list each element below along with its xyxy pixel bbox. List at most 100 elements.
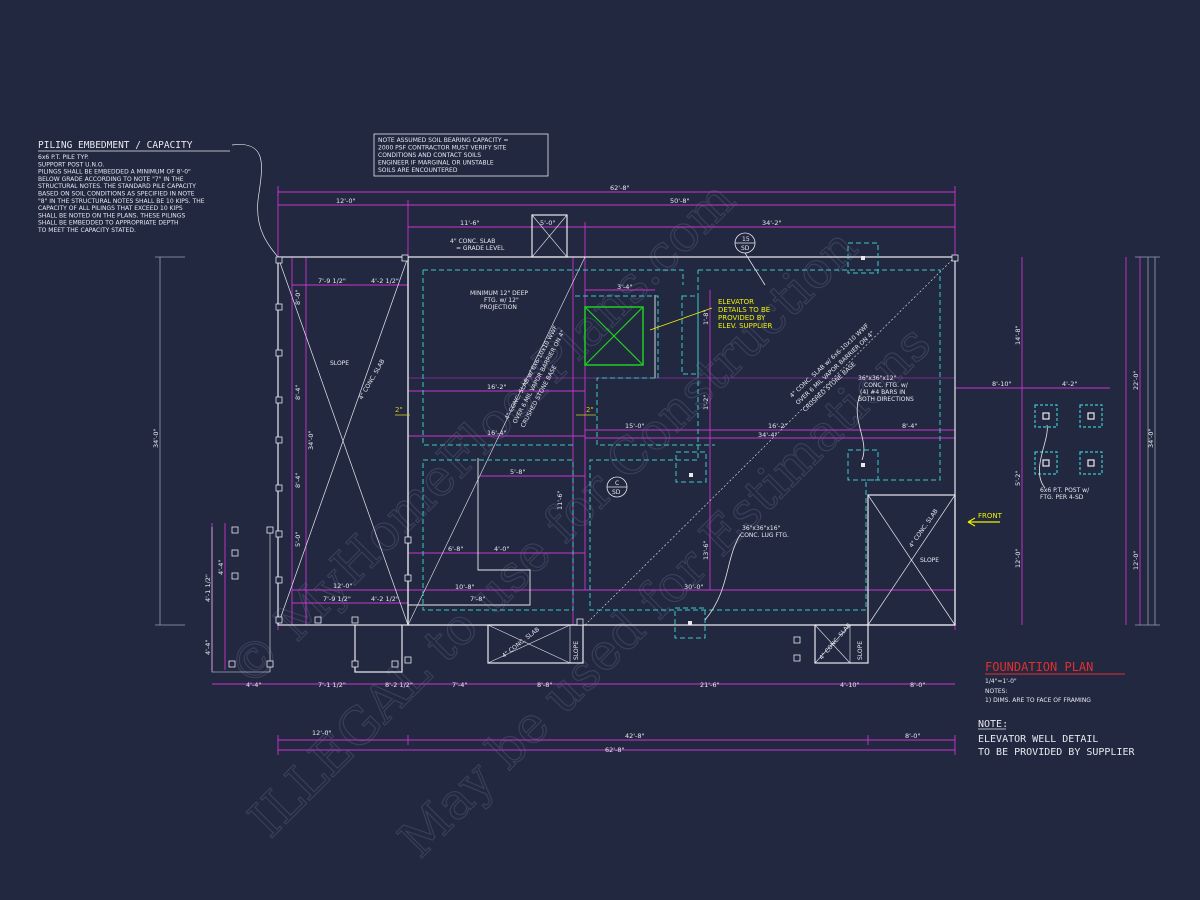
piling-notes: PILING EMBEDMENT / CAPACITY 6x6 P.T. PIL… [37,140,283,263]
detail-a-number: 15 [742,236,750,243]
footing-elevator [575,295,715,446]
detail-b-number: C [615,480,619,487]
dim-int-d17: 4'-0" [494,545,509,553]
pile-marker [275,256,283,264]
piling-note-line: BELOW GRADE ACCORDING TO NOTE "7" IN THE [38,176,184,183]
label-elevator-1: ELEVATOR [718,298,754,306]
dim-int-d12: 16'-4" [487,429,507,437]
pile-markers [228,254,959,668]
label-slope-front: SLOPE [573,641,580,660]
dim-bottom-chain-label: 21'-6" [700,681,720,689]
dim-bottom-left: 12'-0" [312,729,332,737]
label-post-2: FTG. PER 4-SD [1040,494,1084,501]
elevator-note-line1: ELEVATOR WELL DETAIL [978,734,1098,745]
plan-notes-line: 1) DIMS. ARE TO FACE OF FRAMING [985,697,1091,704]
elevator-note-line2: TO BE PROVIDED BY SUPPLIER [978,747,1136,758]
ftg-leader [856,394,865,461]
lower-left-stoop [211,527,271,673]
soil-note-line: NOTE ASSUMED SOIL BEARING CAPACITY = [378,137,508,144]
piling-leader [231,144,283,263]
dim-bottom-chain-label: 7'-4" [452,681,467,689]
label-min-ftg-2: FTG. w/ 12" [484,297,519,304]
dim-bottom-chain-label: 8'-2 1/2" [385,681,413,689]
elevator-note: NOTE: ELEVATOR WELL DETAIL TO BE PROVIDE… [978,719,1136,758]
footing-main-right [589,269,941,611]
label-ftg36-3: (4) #4 BARS IN [860,389,906,396]
label-slope-porch: SLOPE [330,360,349,367]
interior-wall-1 [408,458,531,606]
pad-footing-bottom [674,607,706,639]
dim-int-d32: 4'-1 1/2" [204,574,212,602]
dim-bottom-mid: 42'-8" [625,732,645,740]
dim-int-d18: 10'-8" [455,583,475,591]
dim-int-d30: 4'-4" [217,560,225,575]
top-chimney-bump [531,214,568,258]
pile-marker [231,572,239,580]
garage-slab-outline [867,494,956,626]
dimension-lines [211,186,1141,755]
steps-left [354,625,403,673]
lug-footing [675,451,707,483]
pile-marker [576,618,584,626]
dim-int-d9: 7'-9 1/2" [323,595,351,603]
label-slab-top-2: = GRADE LEVEL [456,245,505,252]
dim-int-d5: 34'-0" [307,430,315,450]
front-arrow-icon [967,517,1000,527]
dim-top-right: 50'-8" [670,197,690,205]
plan-scale: 1/4"=1'-0" [985,678,1017,685]
label-conc-slab-side: 4" CONC. SLAB [818,622,853,661]
label-slope-side: SLOPE [857,641,864,660]
dim-int-d25: 8'-10" [992,380,1012,388]
dim-int-d21: 15'-0" [625,422,645,430]
dim-int-d7: 5'-0" [294,532,302,547]
dim-int-d10: 4'-2 1/2" [371,595,399,603]
pile-marker [275,396,283,404]
dim-int-d24: 8'-4" [902,422,917,430]
pile-marker [793,636,801,644]
post-1 [1042,412,1050,420]
dim-int-d27: 13'-6" [702,540,710,560]
piling-notes-title: PILING EMBEDMENT / CAPACITY [38,140,193,151]
soil-note-box [373,133,549,177]
detail-a-sheet: SD [741,245,750,252]
dim-int-d28: 1'-8" [702,310,710,325]
pile-marker [275,616,283,624]
label-ftg36-2: CONC. FTG. w/ [864,382,909,389]
footing-left-lower [422,459,574,611]
dim-bottom-chain-label: 8'-8" [537,681,552,689]
plan-title: FOUNDATION PLAN [985,660,1093,674]
pile-marker [275,530,283,538]
dim-int-d29: 1'-2" [702,395,710,410]
slab-diagonal-right [584,256,956,626]
dim-int-d20: 30'-0" [684,583,704,591]
piling-note-line: CAPACITY OF ALL PILINGS THAT EXCEED 10 K… [38,205,183,212]
label-lug-2: CONC. LUG FTG. [740,532,789,539]
dim-bottom-chain-labels: 4'-4"7'-1 1/2"8'-2 1/2"7'-4"8'-8"21'-6"4… [246,681,925,689]
dim-bottom-chain-label: 4'-4" [246,681,261,689]
piling-note-line: PILINGS SHALL BE EMBEDDED A MINIMUM OF 8… [38,169,191,176]
label-elevator-2: DETAILS TO BE [718,306,770,314]
post-4 [1087,459,1095,467]
soil-note-line: 2000 PSF CONTRACTOR MUST VERIFY SITE [378,145,507,152]
post-2 [1087,412,1095,420]
label-lug-1: 36"x36"x16" [742,525,781,532]
pile-marker [404,656,412,664]
detail-b-sheet: SD [612,489,621,496]
pile-marker [404,574,412,582]
dim-int-d6: 8'-4" [294,473,302,488]
front-step-x-2 [487,624,571,664]
pile-marker [951,254,959,262]
label-ftg36-4: BOTH DIRECTIONS [858,396,914,403]
piling-note-line: SUPPORT POST U.N.O. [38,161,104,168]
pile-marker [314,616,322,624]
soil-note-line: SOILS ARE ENCOUNTERED [378,167,458,174]
post-footing-4 [1079,451,1103,475]
piling-note-line: STRUCTURAL NOTES. THE STANDARD PILE CAPA… [38,183,196,190]
pad-post-top [861,256,865,260]
pile-marker [275,303,283,311]
pad-post-mid [861,463,865,467]
piling-note-line: SHALL BE EMBEDDED TO APPROPRIATE DEPTH [38,220,179,227]
label-post-1: 6x6 P.T. POST w/ [1040,487,1090,494]
label-front: FRONT [978,512,1003,520]
dim-int-d8: 12'-0" [333,582,353,590]
